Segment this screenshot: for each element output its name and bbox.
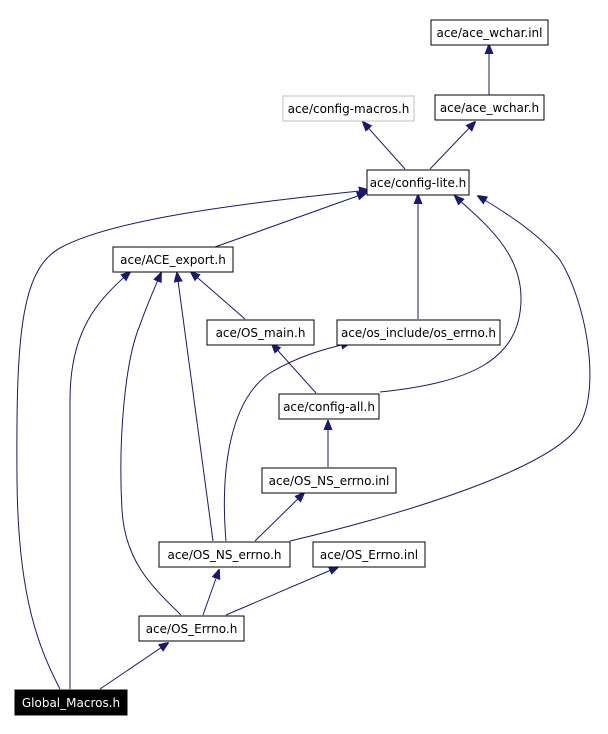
edge-os-ns-errno-h-to-ace-export [177,273,214,542]
node-label: ace/os_include/os_errno.h [341,326,496,340]
node-label: ace/OS_NS_errno.h [167,548,281,562]
node-layer: ace/ace_wchar.inl ace/config-macros.h ac… [14,19,549,716]
node-label: ace/config-all.h [283,400,375,414]
edge-os-main-to-ace-export [191,272,246,320]
edge-layer [16,45,591,690]
node-label: ace/OS_main.h [216,326,306,340]
edge-config-all-to-os-main [272,344,317,394]
node-config-lite: ace/config-lite.h [366,169,470,196]
node-os-ns-errno-inl: ace/OS_NS_errno.inl [261,467,397,494]
edge-os-ns-errno-h-to-os-include-errno [223,343,350,542]
node-label: ace/ACE_export.h [120,253,226,267]
node-ace-wchar-h: ace/ace_wchar.h [434,94,545,121]
edge-global-macros-to-ace-export [69,272,130,689]
node-ace-wchar-inl: ace/ace_wchar.inl [430,19,549,46]
edge-os-errno-h-to-ace-export [120,273,182,616]
edge-config-lite-to-config-macros [363,122,406,170]
edge-os-ns-errno-h-to-config-lite [289,196,591,542]
node-label: ace/config-macros.h [288,102,410,116]
node-os-include-errno: ace/os_include/os_errno.h [336,319,501,346]
node-global-macros: Global_Macros.h [14,689,128,716]
edge-config-all-to-config-lite [379,196,522,393]
node-config-all: ace/config-all.h [278,393,380,420]
node-os-errno-inl: ace/OS_Errno.inl [312,541,426,568]
node-label: ace/OS_Errno.inl [320,548,418,562]
node-ace-export: ace/ACE_export.h [112,246,234,273]
node-label: ace/config-lite.h [370,176,467,190]
node-os-main: ace/OS_main.h [206,319,315,346]
node-label: ace/ace_wchar.h [440,101,539,115]
node-os-errno-h: ace/OS_Errno.h [138,615,245,642]
edge-global-macros-to-os-errno-h [99,643,168,690]
edge-config-lite-to-ace-wchar-h [429,122,475,170]
node-label: ace/OS_Errno.h [146,622,238,636]
node-label: ace/OS_NS_errno.inl [269,474,390,488]
node-config-macros: ace/config-macros.h [282,95,415,122]
node-label: Global_Macros.h [22,696,120,710]
edge-global-macros-to-config-lite [16,190,368,690]
edge-os-errno-h-to-os-ns-errno-h [202,570,219,616]
edge-ace-export-to-config-lite [214,193,366,248]
edge-os-ns-errno-h-to-os-ns-errno-inl [254,493,304,542]
node-os-ns-errno-h: ace/OS_NS_errno.h [158,541,291,568]
node-label: ace/ace_wchar.inl [436,26,542,40]
edge-os-errno-h-to-os-errno-inl [225,567,338,616]
